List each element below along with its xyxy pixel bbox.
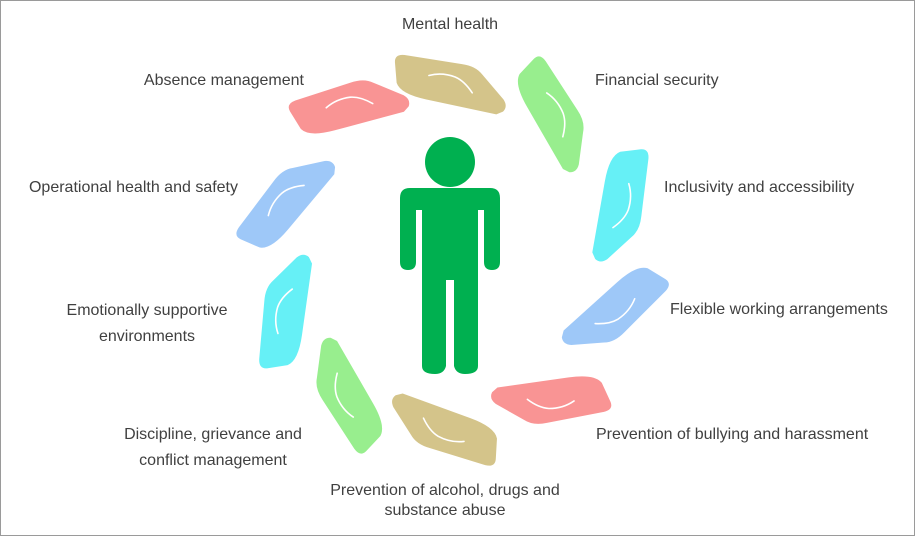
hand-icon xyxy=(259,254,313,369)
hand-icon xyxy=(392,393,497,466)
hand-finger-line xyxy=(274,288,294,335)
hand-icon xyxy=(236,160,336,248)
hand-icon xyxy=(394,54,506,115)
hand-icon xyxy=(316,337,383,454)
label-emotional: Emotionally supportive environments xyxy=(50,298,244,349)
hand-finger-line xyxy=(422,417,465,443)
label-discipline: Discipline, grievance and conflict manag… xyxy=(108,422,318,473)
hand-absence xyxy=(288,80,410,134)
hand-icon xyxy=(561,267,669,346)
label-operational: Operational health and safety xyxy=(28,179,238,196)
hand-icon xyxy=(288,80,410,134)
hand-icon xyxy=(517,56,584,173)
person-body xyxy=(400,188,500,374)
hand-alcohol xyxy=(392,393,497,466)
hand-finger-line xyxy=(612,182,632,229)
hand-bullying xyxy=(491,376,612,424)
hand-financial-security xyxy=(517,56,584,173)
hand-icon xyxy=(491,376,612,424)
label-discipline-line2: conflict management xyxy=(139,452,287,469)
hand-finger-line xyxy=(526,398,575,410)
hand-discipline xyxy=(316,337,383,454)
hand-operational xyxy=(236,160,336,248)
label-alcohol-line2: substance abuse xyxy=(384,502,506,519)
label-emotional-line1: Emotionally supportive xyxy=(66,302,228,319)
hand-finger-line xyxy=(428,73,474,94)
hand-flexible-working xyxy=(561,267,669,346)
hand-finger-line xyxy=(545,92,566,138)
label-inclusivity: Inclusivity and accessibility xyxy=(664,179,855,196)
label-discipline-line1: Discipline, grievance and xyxy=(124,426,302,443)
label-mental-health: Mental health xyxy=(401,16,499,33)
label-absence: Absence management xyxy=(143,72,304,89)
hand-emotional xyxy=(259,254,313,369)
person-icon xyxy=(400,137,500,374)
label-flexible-working: Flexible working arrangements xyxy=(670,301,888,318)
label-alcohol: Prevention of alcohol, drugs and substan… xyxy=(310,478,580,523)
label-financial-security: Financial security xyxy=(595,72,719,89)
hand-finger-line xyxy=(594,297,636,325)
label-alcohol-line1: Prevention of alcohol, drugs and xyxy=(330,482,560,499)
hand-mental-health xyxy=(394,54,506,115)
label-emotional-line2: environments xyxy=(98,328,196,345)
hand-finger-line xyxy=(334,372,355,418)
hand-icon xyxy=(592,149,649,262)
label-bullying: Prevention of bullying and harassment xyxy=(596,426,869,443)
hand-finger-line xyxy=(325,96,374,109)
hand-finger-line xyxy=(267,184,305,217)
person-head xyxy=(425,137,475,187)
hand-inclusivity xyxy=(592,149,649,262)
